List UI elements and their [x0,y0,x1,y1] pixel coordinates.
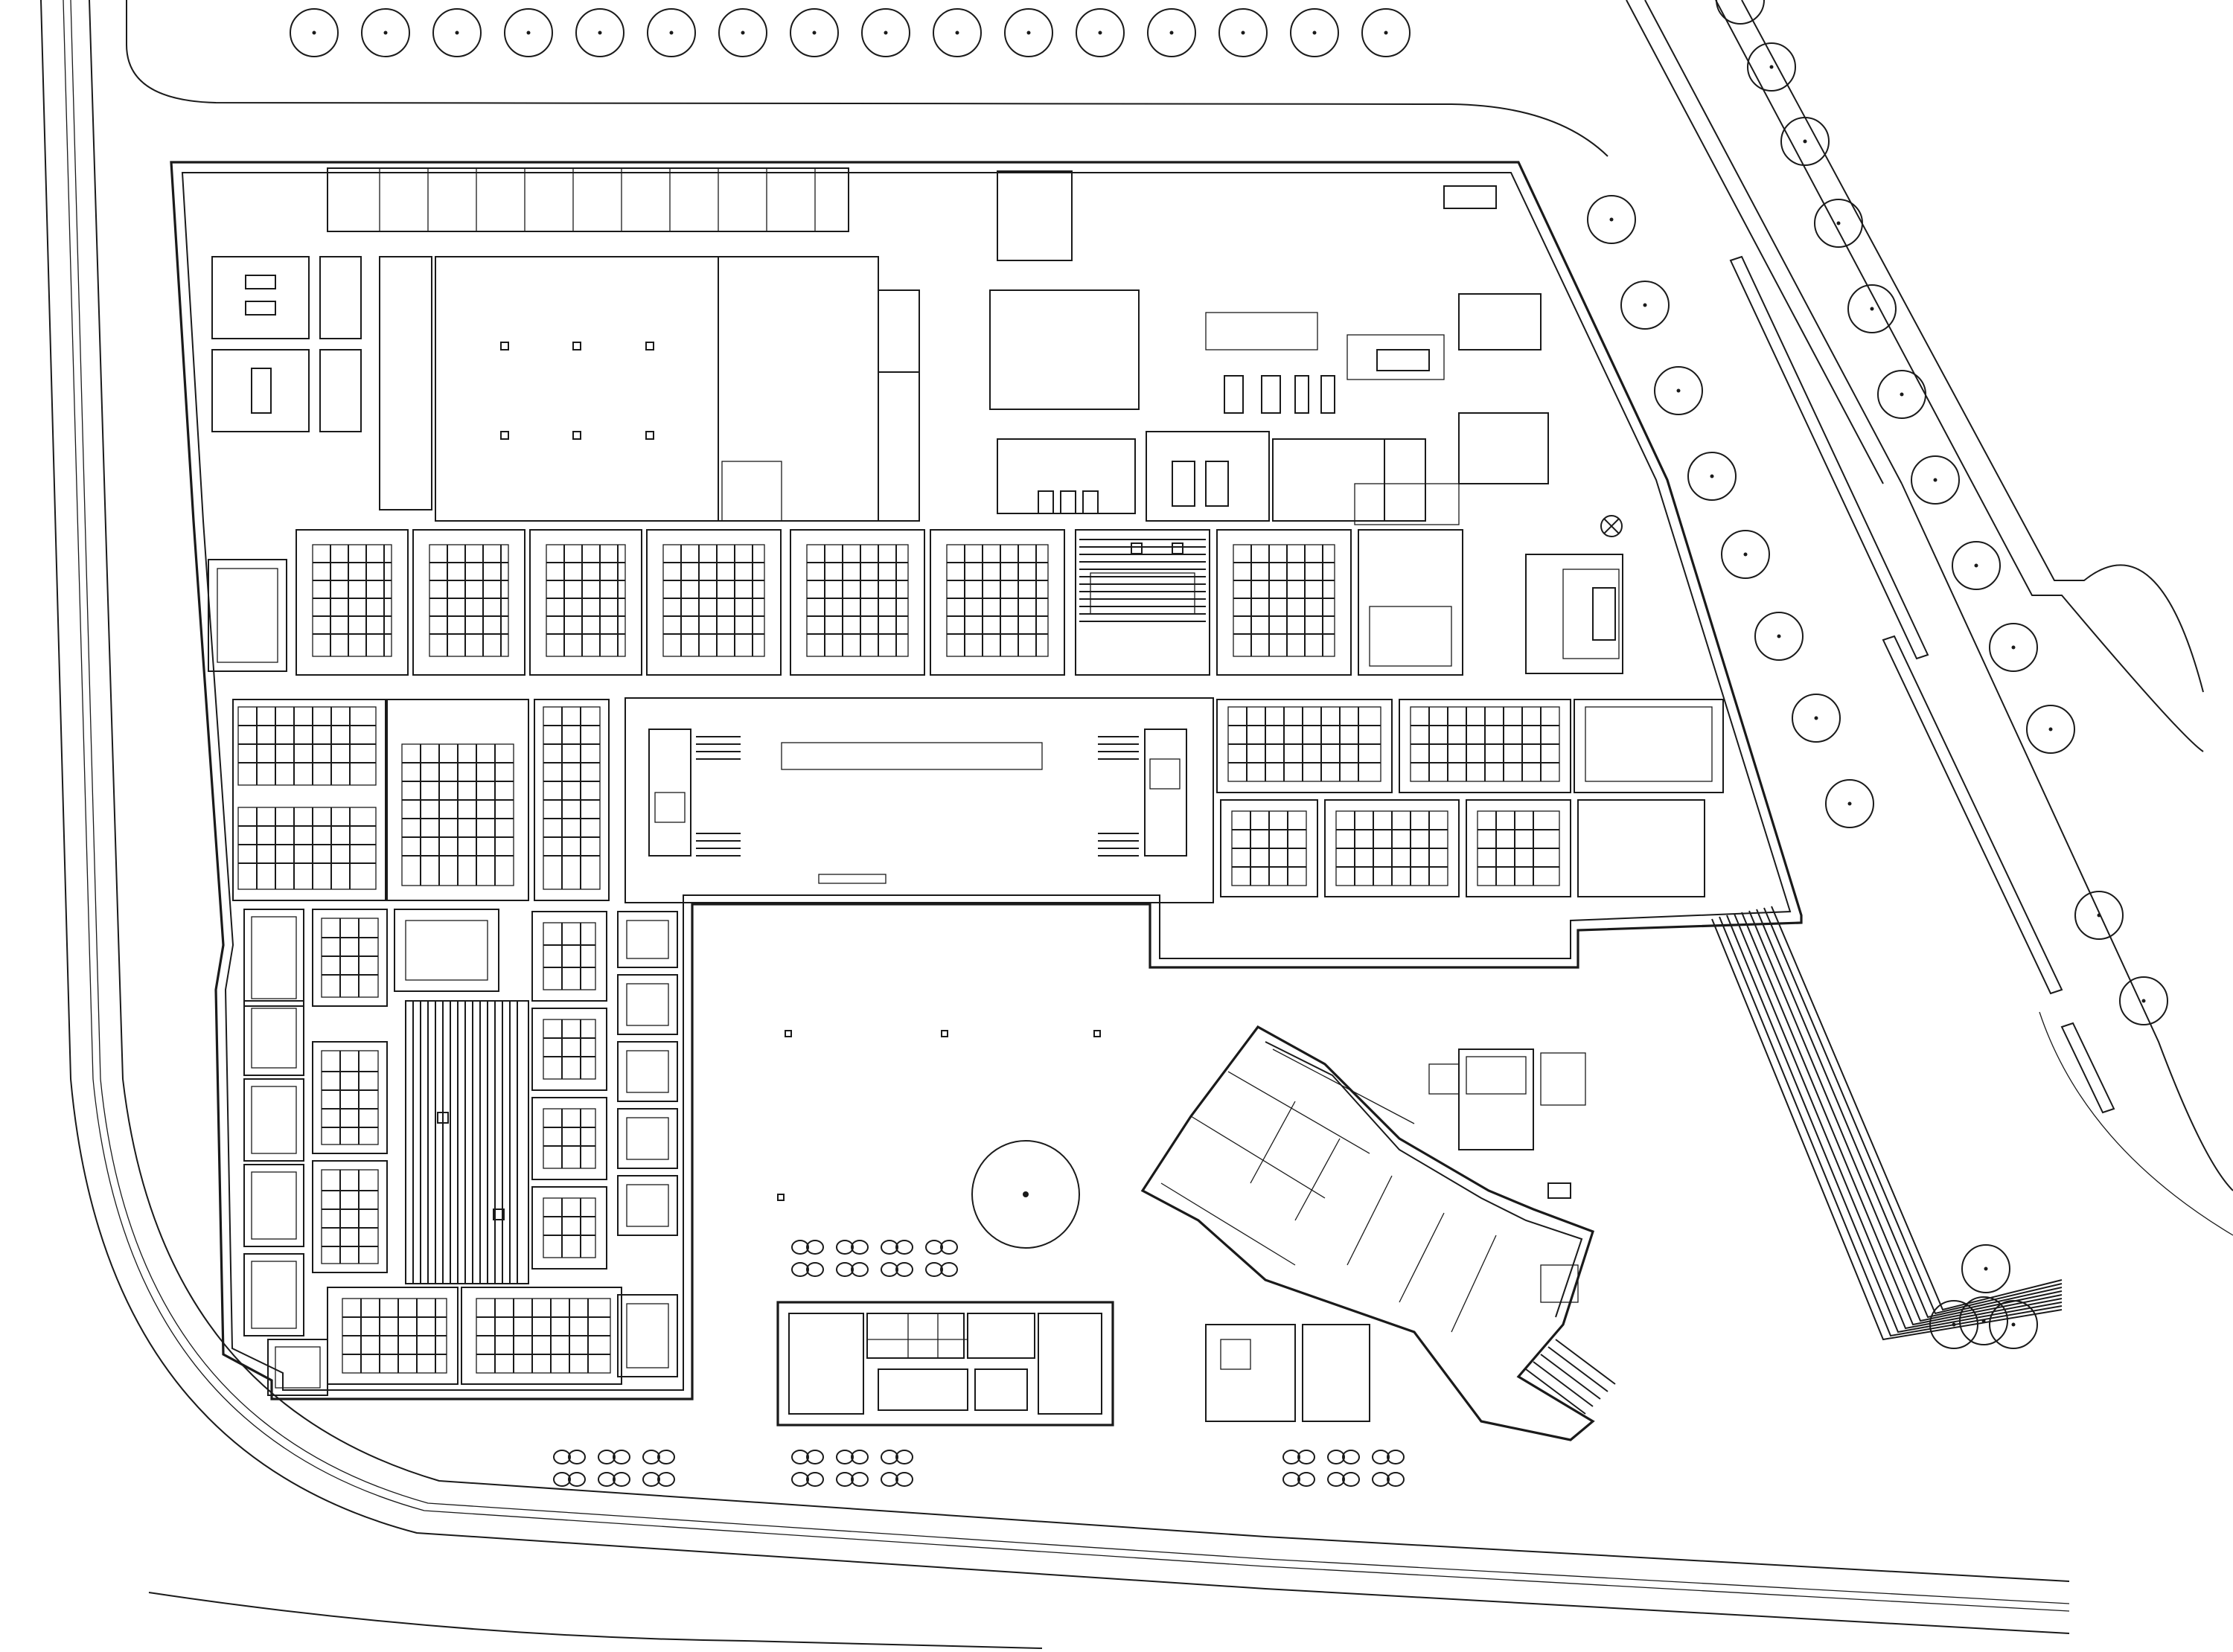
cafe-building [776,1301,1114,1427]
dtree-3 [1780,117,1830,166]
dtree-1 [1716,0,1765,25]
median-strip-2 [1882,635,2063,995]
tree-4 [504,8,553,57]
bay-grid-lower-left [243,909,678,1396]
dtree-15 [1654,366,1703,415]
median-strip-1 [1729,255,1929,660]
atrium-stair-left [696,736,741,857]
courtyard-circle [971,1140,1080,1249]
street-trees-diagonal-row [1587,0,2168,1349]
avenue-edge-3 [1715,0,2204,752]
dtree-14 [1620,281,1670,330]
cafe-table-group-1 [791,1240,958,1277]
dtree-12 [2119,976,2168,1025]
bay-grid-hatch-row-1 [313,539,1335,656]
dtree-9 [1989,623,2038,672]
top-cells [211,167,1623,674]
column-markers [500,342,1183,1201]
dtree-17 [1721,530,1770,579]
road-edges [40,0,2233,1649]
tree-2 [361,8,410,57]
road-curb-3 [70,0,2070,1604]
bay-row-1 [208,529,1463,676]
cafe-table-group-2 [553,1450,913,1487]
atrium-stair-right [1098,736,1139,857]
tree-9 [861,8,910,57]
tree-7 [718,8,767,57]
road-curb-outer [40,0,2070,1634]
auditorium-seating [405,1000,529,1284]
right-curb-curve-2 [2039,1011,2233,1236]
right-curb-curve [1901,483,2233,1191]
bay-row-2 [232,699,1724,901]
meeting-tables [245,185,1616,641]
dtree-18 [1754,612,1804,661]
bay-grid-hatch-row-2 [238,707,1559,889]
dtree-4 [1814,199,1863,248]
dtree-11 [2074,891,2124,940]
tree-10 [933,8,982,57]
dtree-2 [1747,42,1796,92]
building-inner-wall [181,172,1792,1391]
main-building [170,161,1803,1400]
dtree-20 [1825,779,1874,828]
tree-13 [1147,8,1196,57]
tree-1 [290,8,339,57]
dtree-19 [1792,694,1841,743]
avenue-edge-1 [1626,0,1884,484]
tree-12 [1076,8,1125,57]
road-curb-inner [89,0,2070,1582]
tree-8 [790,8,839,57]
tree-16 [1361,8,1411,57]
tree-14 [1218,8,1268,57]
rotated-wing-stair [1525,1339,1616,1415]
central-atrium [624,697,1214,903]
avenue-edge-2 [1644,0,1903,484]
tree-6 [647,8,696,57]
dtree-16 [1687,452,1737,501]
street-trees-top-row [290,8,1411,57]
top-road-curb [126,0,1609,157]
rotated-wing-outline [1140,1025,1595,1441]
building-outer-wall [170,161,1803,1400]
median-strip-3 [2060,1022,2115,1114]
dtree-10 [2026,705,2075,754]
bay-grid-hatch-lower-left [322,918,610,1373]
tree-3 [432,8,482,57]
tree-11 [1004,8,1053,57]
dtree-6 [1877,370,1926,419]
rotated-wing [1140,1025,1616,1441]
cafe-table-group-3 [1282,1450,1405,1487]
rotated-wing-inner [1265,1041,1583,1318]
dtree-13 [1587,195,1636,244]
dtree-cluster-1 [1961,1244,2010,1293]
circle-x-marker [1600,515,1623,537]
dtree-8 [1952,541,2001,590]
tree-15 [1290,8,1339,57]
stepped-terrace [1711,906,2063,1341]
road-curb-2 [63,0,2070,1612]
dtree-5 [1847,284,1897,333]
avenue-edge-4 [1741,0,2204,693]
road-curb-far [148,1592,1043,1649]
tree-5 [575,8,624,57]
dtree-7 [1911,455,1960,505]
